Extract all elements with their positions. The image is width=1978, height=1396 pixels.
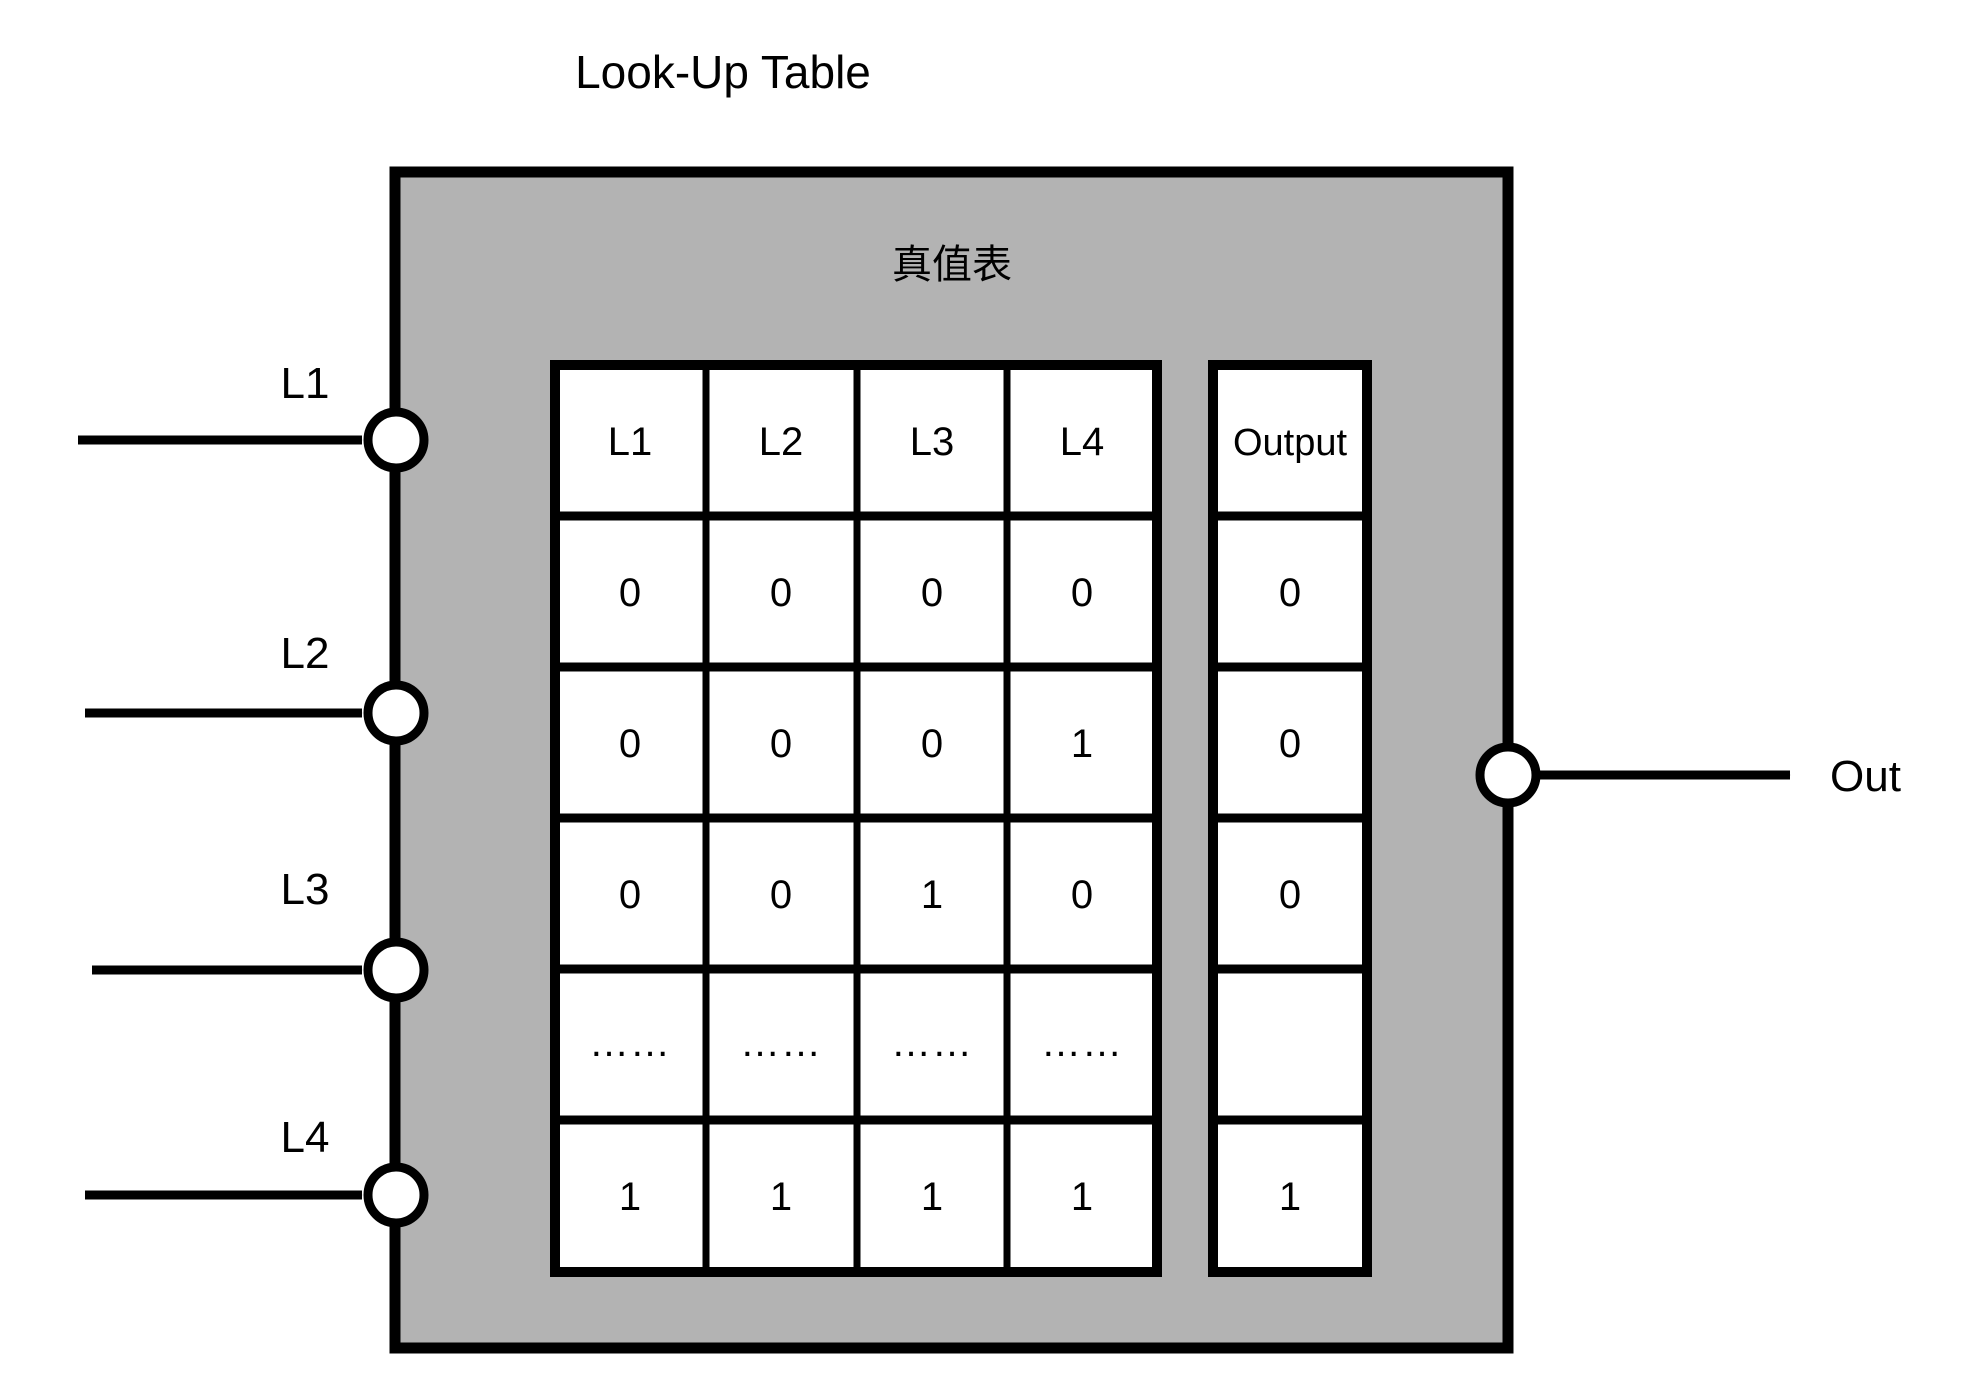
input-truth-table: L1 L2 L3 L4 0 0 0 0 0 0 0 1 0 0 1 0 …… …… — [550, 360, 1162, 1277]
output-label: Out — [1830, 752, 1901, 801]
table-cell: 1 — [1071, 722, 1093, 766]
truth-table-caption: 真值表 — [892, 242, 1012, 288]
input-port-l2[interactable]: L2 — [85, 629, 429, 746]
output-cell: 0 — [1279, 873, 1301, 917]
table-cell: 1 — [770, 1175, 792, 1219]
table-cell-ellipsis: …… — [891, 1021, 973, 1065]
table-cell-ellipsis: …… — [740, 1021, 822, 1065]
column-header-l3: L3 — [910, 420, 955, 464]
column-header-l4: L4 — [1060, 420, 1105, 464]
page-title: Look-Up Table — [575, 46, 871, 98]
column-header-l1: L1 — [608, 420, 653, 464]
table-cell: 0 — [619, 571, 641, 615]
table-cell-ellipsis: …… — [1041, 1021, 1123, 1065]
column-header-output: Output — [1233, 422, 1348, 464]
table-cell: 0 — [1071, 873, 1093, 917]
table-cell: 0 — [619, 873, 641, 917]
input-port-circle-l3[interactable] — [363, 937, 429, 1003]
input-port-circle-l1[interactable] — [363, 407, 429, 473]
output-cell: 0 — [1279, 571, 1301, 615]
table-cell: 1 — [619, 1175, 641, 1219]
table-cell: 0 — [770, 873, 792, 917]
table-cell-ellipsis: …… — [589, 1021, 671, 1065]
input-label-l4: L4 — [281, 1113, 330, 1162]
input-port-l1[interactable]: L1 — [78, 359, 429, 473]
input-port-circle-l2[interactable] — [363, 680, 429, 746]
output-port-circle[interactable] — [1475, 742, 1541, 808]
input-port-l3[interactable]: L3 — [92, 865, 429, 1003]
table-cell: 0 — [921, 571, 943, 615]
table-cell: 1 — [1071, 1175, 1093, 1219]
table-cell: 0 — [619, 722, 641, 766]
output-cell: 1 — [1279, 1175, 1301, 1219]
table-cell: 1 — [921, 873, 943, 917]
input-port-circle-l4[interactable] — [363, 1162, 429, 1228]
output-truth-table: Output 0 0 0 1 — [1208, 360, 1372, 1277]
column-header-l2: L2 — [759, 420, 804, 464]
input-label-l2: L2 — [281, 629, 330, 678]
output-cell: 0 — [1279, 722, 1301, 766]
table-cell: 0 — [770, 722, 792, 766]
table-cell: 0 — [770, 571, 792, 615]
input-port-l4[interactable]: L4 — [85, 1113, 429, 1228]
table-cell: 0 — [921, 722, 943, 766]
table-cell: 0 — [1071, 571, 1093, 615]
output-port[interactable]: Out — [1475, 742, 1901, 808]
input-label-l3: L3 — [281, 865, 330, 914]
input-label-l1: L1 — [281, 359, 330, 408]
table-cell: 1 — [921, 1175, 943, 1219]
